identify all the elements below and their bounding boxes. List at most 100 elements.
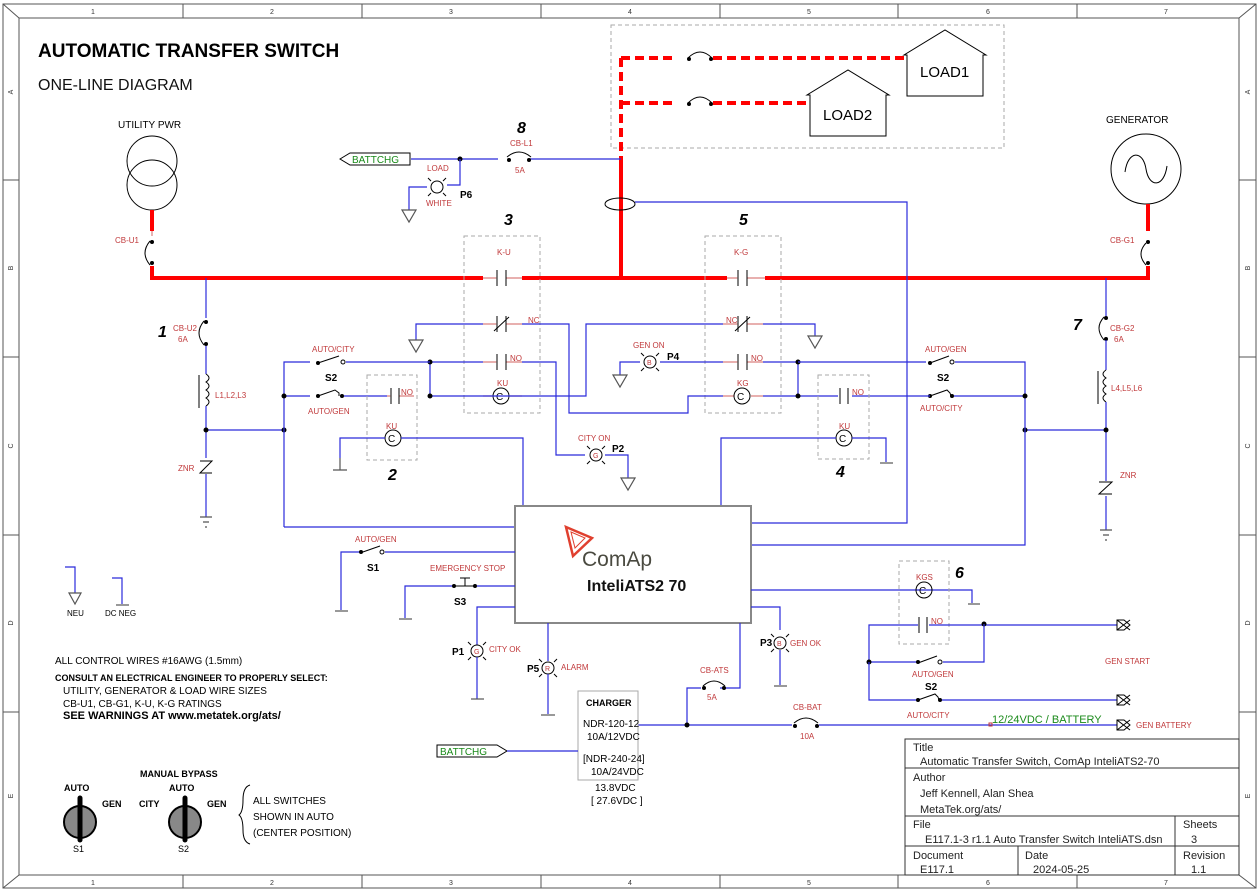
lamp-label: CITY ON xyxy=(578,434,611,443)
lamp-id: P2 xyxy=(612,444,625,455)
auto-city-label: AUTO/CITY xyxy=(920,404,963,413)
file-value: E117.1-3 r1.1 Auto Transfer Switch Intel… xyxy=(925,834,1162,846)
auto-gen-label: AUTO/GEN xyxy=(308,407,350,416)
house-icon xyxy=(902,29,988,97)
callout-7: 7 xyxy=(1073,317,1083,334)
manual-bypass-label: MANUAL BYPASS xyxy=(140,769,218,779)
cb-g1-breaker-icon xyxy=(1140,242,1147,266)
battchg-label: BATTCHG xyxy=(440,747,487,758)
inductor-icon xyxy=(1102,369,1107,403)
auto-gen-label: AUTO/GEN xyxy=(355,535,397,544)
date-label: Date xyxy=(1025,850,1048,862)
diagram-title: AUTOMATIC TRANSFER SWITCH xyxy=(38,41,339,62)
title-value: Automatic Transfer Switch, ComAp InteliA… xyxy=(920,756,1159,768)
s2-switch-icon xyxy=(317,355,340,364)
controller-outputs: B P3 GEN OK 6 KGS C NO AUTO/GEN S2 AUTO/… xyxy=(751,560,1150,720)
note-line: UTILITY, GENERATOR & LOAD WIRE SIZES xyxy=(63,686,267,697)
lamp-letter: B xyxy=(647,360,652,367)
col-label: 2 xyxy=(270,880,274,887)
neu-label: NEU xyxy=(67,609,84,618)
load-panel: LOAD1 LOAD2 xyxy=(610,24,1005,160)
selector-switches: MANUAL BYPASS AUTO GEN S1 CITY AUTO GEN … xyxy=(63,769,351,854)
row-label: E xyxy=(1245,793,1252,798)
row-label: D xyxy=(1245,620,1252,625)
lamp-letter: G xyxy=(593,453,598,460)
row-label: E xyxy=(8,793,15,798)
document-value: E117.1 xyxy=(920,864,954,876)
cb-l1-rating: 5A xyxy=(515,166,525,175)
s2-label: S2 xyxy=(325,373,338,384)
gen-start-port-icon xyxy=(1116,619,1131,631)
cb-ats-label: CB-ATS xyxy=(700,666,729,675)
inductor-label: L1,L2,L3 xyxy=(215,391,247,400)
charger-line: NDR-120-12 xyxy=(583,719,640,730)
contactor-kg: 5 K-G NC NO KG C xyxy=(704,212,782,414)
cb-g2-breaker-icon xyxy=(1098,316,1105,341)
inductor-label: L4,L5,L6 xyxy=(1111,384,1143,393)
controller-inputs: AUTO/GEN S1 EMERGENCY STOP S3 G P1 CITY … xyxy=(335,535,589,716)
lamp-label: ALARM xyxy=(561,663,589,672)
battchg-port-bottom[interactable] xyxy=(436,744,508,758)
cb-bat-rating: 10A xyxy=(800,732,815,741)
symbol-legend: NEU DC NEG xyxy=(65,566,136,618)
row-label: A xyxy=(1245,89,1252,94)
lamp-id: P5 xyxy=(527,664,540,675)
selector-note: SHOWN IN AUTO xyxy=(253,812,334,823)
gen-battery-port-icon xyxy=(1116,719,1131,731)
note-line: CONSULT AN ELECTRICAL ENGINEER TO PROPER… xyxy=(55,673,328,683)
no-label: NO xyxy=(931,617,943,626)
controller-model: InteliATS2 70 xyxy=(587,578,686,595)
col-label: 6 xyxy=(986,9,990,16)
title-label: Title xyxy=(913,742,933,754)
coil-glyph: C xyxy=(737,392,744,403)
cb-bat-breaker-icon xyxy=(793,717,819,724)
dc-neg-label: DC NEG xyxy=(105,609,136,618)
note-line: SEE WARNINGS AT www.metatek.org/ats/ xyxy=(63,710,281,722)
lamp-p4: GEN ON B P4 xyxy=(633,341,680,372)
battchg-feed: BATTCHG 8 CB-L1 5A LOAD WHITE P6 xyxy=(339,120,621,224)
lamp-icon xyxy=(589,448,603,462)
utility-source: UTILITY PWR CB-U1 xyxy=(115,120,181,266)
callout-8: 8 xyxy=(517,120,526,137)
row-label: C xyxy=(1245,443,1252,448)
emergency-stop-label: EMERGENCY STOP xyxy=(430,564,505,573)
brace-icon xyxy=(238,784,251,845)
coil-glyph: C xyxy=(496,392,503,403)
charger-output: [ 27.6VDC ] xyxy=(591,796,643,807)
s1-name: S1 xyxy=(73,844,84,854)
selector-note: ALL SWITCHES xyxy=(253,796,326,807)
col-label: 4 xyxy=(628,880,632,887)
gen-start-label: GEN START xyxy=(1105,657,1150,666)
no-label: NO xyxy=(510,354,522,363)
generator-control: 7 CB-G2 6A L4,L5,L6 ZNR AUTO/GEN S2 AUTO… xyxy=(720,278,1143,546)
auto-city-label: AUTO/CITY xyxy=(312,345,355,354)
drawing-frame: 1 2 3 4 5 6 7 1 2 3 4 5 6 7 A B C D E A … xyxy=(2,3,1257,889)
s2-city-label: CITY xyxy=(139,799,160,809)
s3-label: S3 xyxy=(454,597,467,608)
lamp-label: WHITE xyxy=(426,199,452,208)
lamp-letter: R xyxy=(545,666,550,673)
s2-switch-icon xyxy=(929,389,952,397)
note-line: CB-U1, CB-G1, K-U, K-G RATINGS xyxy=(63,699,222,710)
s1-gen-label: GEN xyxy=(102,799,122,809)
row-label: B xyxy=(8,265,15,270)
kgs-coil-label: KGS xyxy=(916,573,933,582)
cb-g2-rating: 6A xyxy=(1114,335,1124,344)
lamp-icon xyxy=(643,355,657,369)
col-label: 1 xyxy=(91,9,95,16)
gen-battery-label: GEN BATTERY xyxy=(1136,721,1192,730)
cb-u1-label: CB-U1 xyxy=(115,236,140,245)
s2-label: S2 xyxy=(925,682,938,693)
ku-coil-label: KU xyxy=(386,422,397,431)
kg-coil-label: KG xyxy=(737,379,749,388)
callout-2: 2 xyxy=(387,467,397,484)
author-url: MetaTek.org/ats/ xyxy=(920,804,1002,816)
comap-logo-icon xyxy=(564,524,595,559)
col-label: 6 xyxy=(986,880,990,887)
controller-brand: ComAp xyxy=(582,548,652,571)
nc-label: NC xyxy=(528,316,540,325)
battchg-port-top[interactable] xyxy=(339,152,411,166)
cb-u2-breaker-icon xyxy=(198,320,205,346)
ku-coil-label: KU xyxy=(497,379,508,388)
